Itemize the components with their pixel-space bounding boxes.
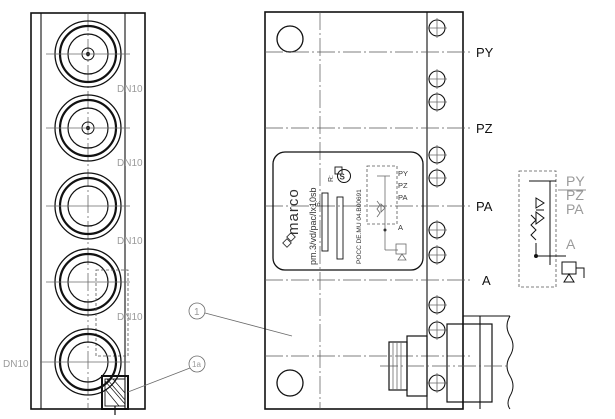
port-label-a: A (482, 273, 491, 288)
screw-column (427, 18, 447, 393)
schematic-label-pa: PA (566, 201, 584, 217)
callout-1a: 1a (127, 355, 206, 393)
schematic-label-py: PY (566, 173, 585, 189)
nameplate-r-label: R: (328, 175, 335, 182)
dn10-label-4: DN10 (117, 312, 143, 323)
hydraulic-schematic: PY PZ PA A (518, 170, 586, 288)
port-circle-4 (46, 248, 130, 357)
marco-logo (282, 232, 296, 248)
left-side-view: DN10 DN10 DN10 DN10 DN10 (3, 12, 146, 415)
nameplate-cert: POCC DE.MU 04.B00691 (356, 189, 363, 264)
nameplate-schematic: PY PZ PA A (366, 165, 408, 261)
nameplate-s-label: S: (315, 200, 322, 207)
nameplate-brand: marco (285, 188, 302, 235)
schematic-label-a: A (566, 236, 576, 252)
schematic-label-pz: PZ (566, 187, 584, 203)
svg-text:S: S (340, 173, 346, 182)
svg-text:PY: PY (398, 169, 408, 178)
svg-text:PA: PA (398, 193, 407, 202)
dn10-label-1: DN10 (117, 84, 143, 95)
mounting-hole-bottom (276, 369, 304, 397)
svg-text:1a: 1a (192, 360, 201, 369)
svg-text:A: A (398, 223, 403, 232)
dn10-label-3: DN10 (117, 236, 143, 247)
port-circle-1 (46, 20, 130, 88)
mounting-hole-top (276, 25, 304, 53)
dn10-label-2: DN10 (117, 158, 143, 169)
port-label-pa: PA (476, 199, 493, 214)
svg-text:1: 1 (194, 307, 200, 318)
port-label-py: PY (476, 45, 494, 60)
nameplate-model: pm.3/vd/pac/lx10sb (308, 187, 318, 265)
port-labels: PY PZ PA A (476, 45, 494, 288)
certification-logo: S (337, 169, 351, 183)
sensor-square (101, 375, 129, 415)
dn10-label-5: DN10 (3, 359, 29, 370)
port-label-pz: PZ (476, 121, 493, 136)
svg-text:PZ: PZ (398, 181, 408, 190)
port-circle-3 (46, 172, 130, 240)
port-circle-5 (40, 328, 130, 396)
callout-1: 1 (188, 302, 293, 337)
port-circle-2 (46, 94, 130, 162)
connector-fitting (380, 315, 514, 410)
nameplate: marco pm.3/vd/pac/lx10sb S: R: S POCC DE… (272, 151, 424, 271)
